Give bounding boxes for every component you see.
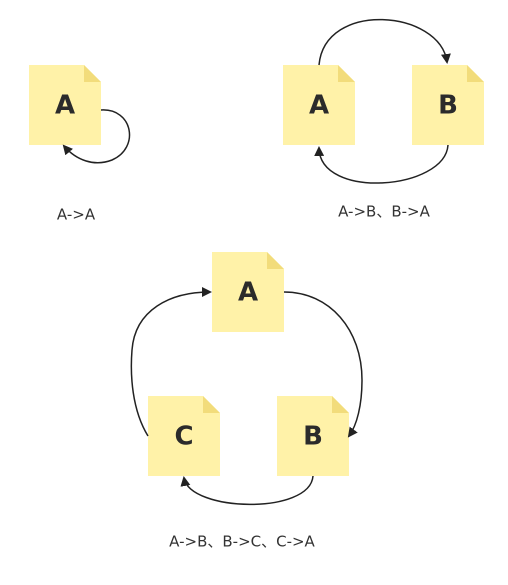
- node-a: A: [29, 65, 101, 145]
- diagram-three-node-cycle: A B C A->B、B->C、C->A: [130, 252, 363, 551]
- edge-b-to-c: [180, 475, 314, 506]
- node-a-label: A: [309, 91, 329, 121]
- caption-self-reference: A->A: [57, 206, 96, 224]
- node-c: C: [148, 396, 220, 476]
- edge-c-to-a: [130, 287, 212, 437]
- caption-two-node-cycle: A->B、B->A: [338, 203, 430, 221]
- node-b: B: [277, 396, 349, 476]
- diagram-self-reference: A A->A: [29, 65, 131, 224]
- node-a-label: A: [238, 278, 258, 308]
- node-b-label: B: [438, 91, 458, 121]
- node-a-label: A: [55, 91, 75, 121]
- node-b: B: [412, 65, 484, 145]
- edge-a-to-a: [62, 109, 131, 164]
- edge-a-to-b: [283, 291, 363, 438]
- node-b-label: B: [303, 422, 323, 452]
- diagram-two-node-cycle: A B A->B、B->A: [283, 18, 484, 221]
- node-a: A: [283, 65, 355, 145]
- edge-b-to-a: [314, 144, 449, 184]
- caption-three-node-cycle: A->B、B->C、C->A: [169, 533, 315, 551]
- edge-a-to-b: [318, 18, 451, 66]
- node-a: A: [212, 252, 284, 332]
- node-c-label: C: [174, 422, 193, 452]
